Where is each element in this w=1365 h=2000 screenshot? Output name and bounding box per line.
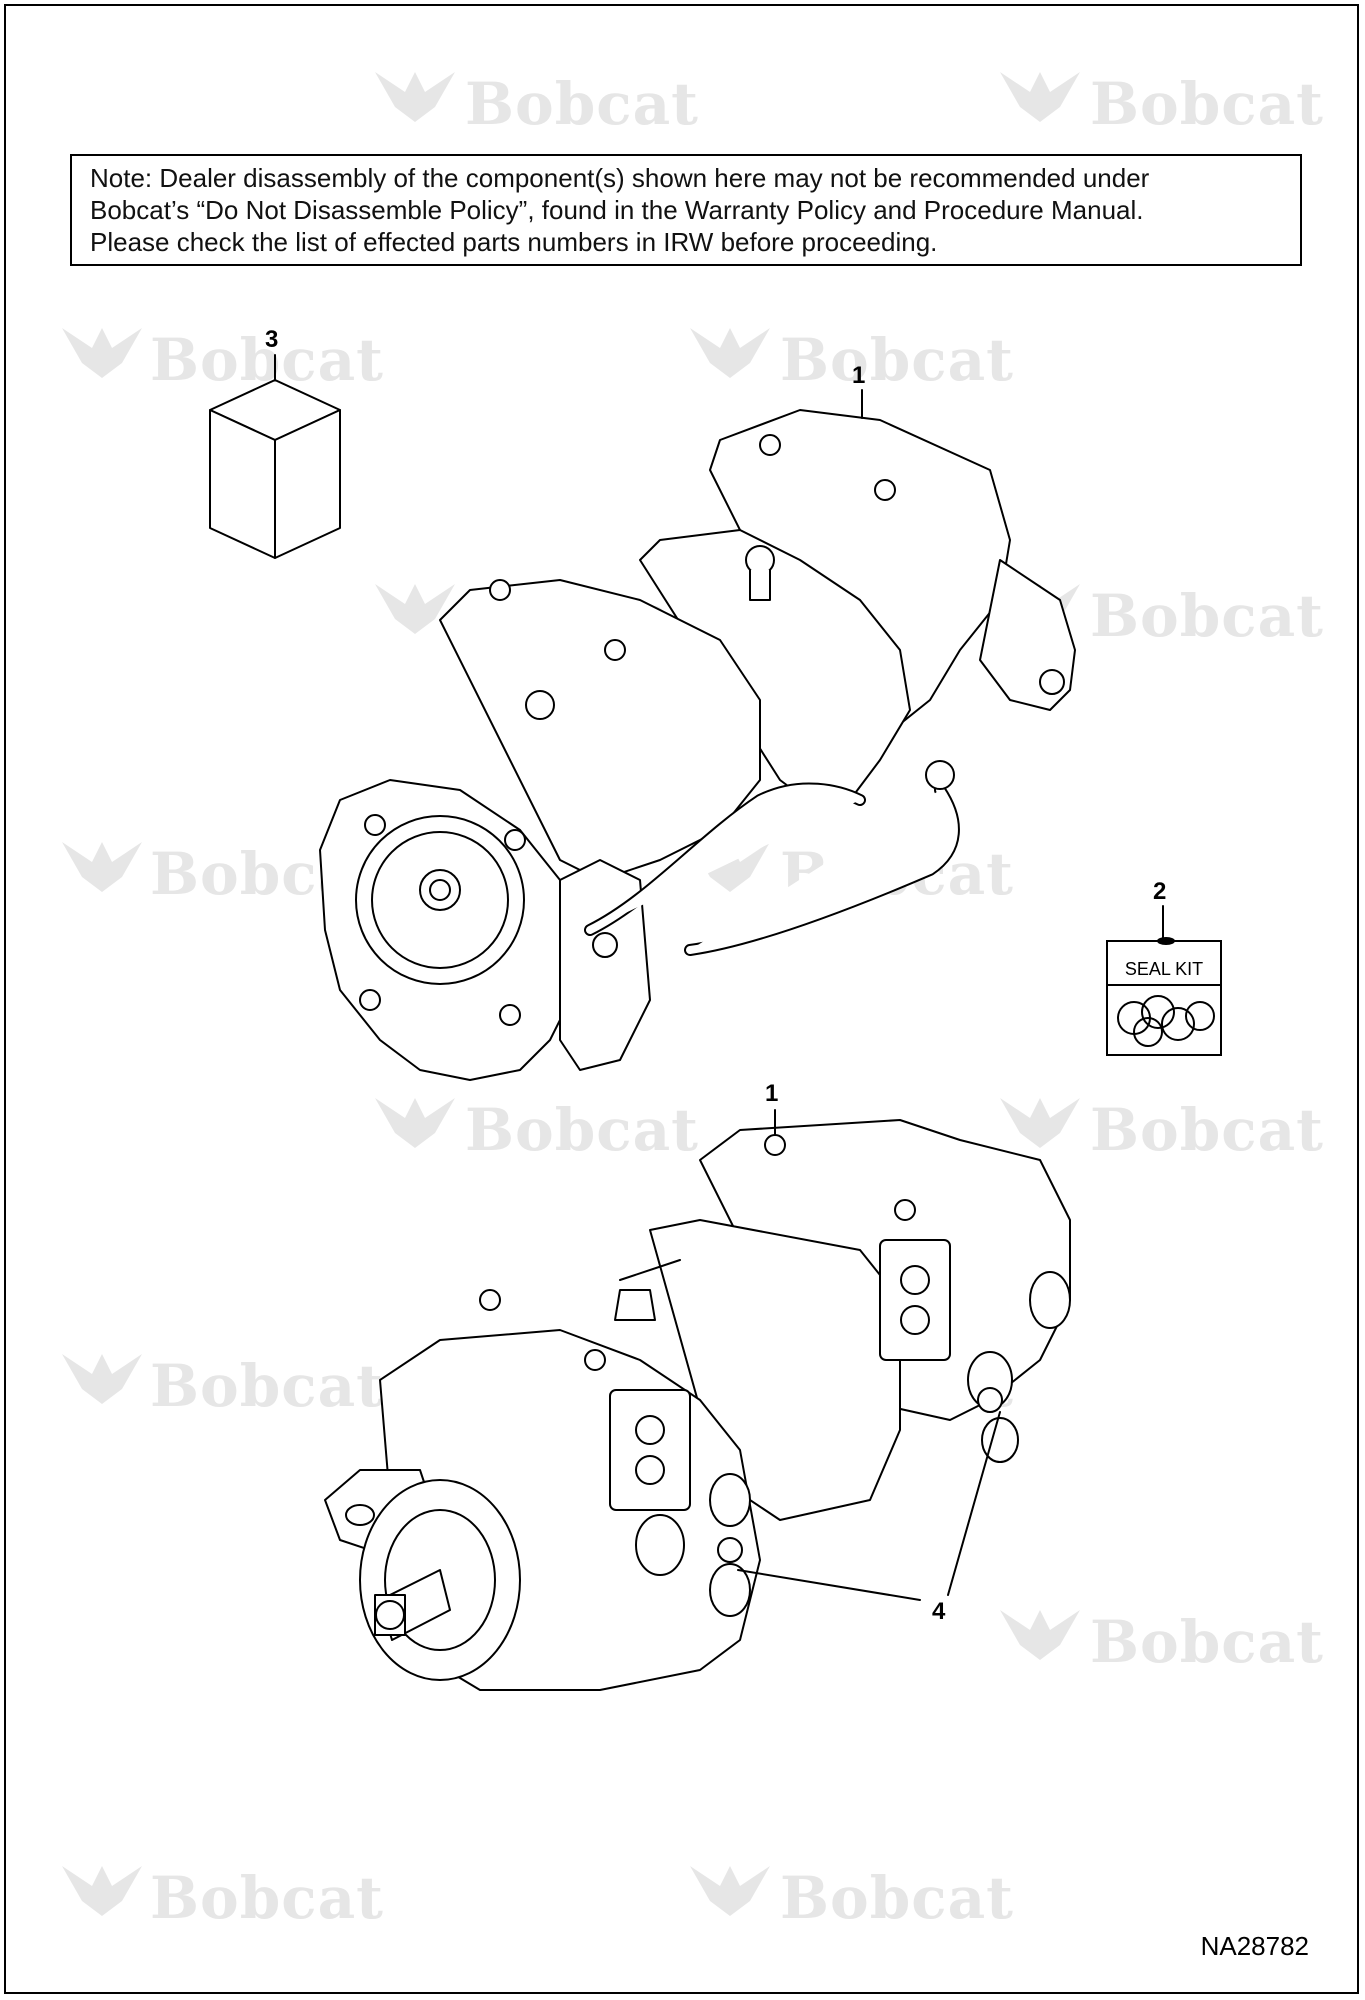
- watermark-text: Bobcat: [1090, 1096, 1324, 1164]
- page-border: [4, 4, 1359, 1994]
- leader-item-4b: [947, 1411, 1001, 1596]
- watermark-text: Bobcat: [780, 326, 1014, 394]
- item-2-seal-kit: SEAL KIT: [1106, 937, 1222, 1056]
- bobcat-logo-icon: [1000, 1098, 1080, 1148]
- disassembly-note: Note: Dealer disassembly of the componen…: [70, 154, 1302, 266]
- leader-item-4a: [737, 1569, 921, 1601]
- callout-item-2: 2: [1153, 878, 1167, 905]
- watermark-text: Bobcat: [780, 1864, 1014, 1932]
- bobcat-logo-icon: [62, 842, 142, 892]
- note-line-1: Note: Dealer disassembly of the componen…: [90, 163, 1150, 193]
- bobcat-logo-icon: [62, 1354, 142, 1404]
- watermark-text: Bobcat: [1090, 1608, 1324, 1676]
- bobcat-logo-icon: [375, 584, 455, 634]
- watermark-text: Bobcat: [1090, 582, 1324, 650]
- bobcat-logo-icon: [1000, 1610, 1080, 1660]
- seal-kit-label: SEAL KIT: [1108, 954, 1220, 986]
- bobcat-logo-icon: [375, 1098, 455, 1148]
- callout-item-4: 4: [932, 1598, 946, 1625]
- bobcat-logo-icon: [375, 72, 455, 122]
- drawing-number: NA28782: [1200, 1931, 1309, 1961]
- item-1-pump-top: [319, 409, 1076, 1081]
- bobcat-logo-icon: [690, 328, 770, 378]
- note-line-2: Bobcat’s “Do Not Disassemble Policy”, fo…: [90, 195, 1144, 225]
- callout-item-1-bottom: 1: [765, 1080, 779, 1107]
- callout-item-3: 3: [265, 326, 279, 353]
- watermark-text: Bobcat: [465, 70, 699, 138]
- seal-tag-icon: [1157, 937, 1175, 945]
- item-1-pump-bottom: [324, 1119, 1071, 1691]
- bobcat-logo-icon: [62, 328, 142, 378]
- bobcat-logo-icon: [690, 842, 770, 892]
- bobcat-logo-icon: [690, 1866, 770, 1916]
- note-line-3: Please check the list of effected parts …: [90, 227, 938, 257]
- watermark-text: Bobcat: [150, 326, 384, 394]
- bobcat-logo-icon: [62, 1866, 142, 1916]
- watermark-text: Bobcat: [1090, 70, 1324, 138]
- callout-item-1-top: 1: [852, 362, 866, 389]
- o-rings-icon: [1117, 995, 1215, 1047]
- watermark-text: Bobcat: [150, 1864, 384, 1932]
- watermark-text: Bobcat: [150, 1352, 384, 1420]
- watermark-text: Bobcat: [465, 1096, 699, 1164]
- bobcat-logo-icon: [1000, 72, 1080, 122]
- item-3-box: [209, 354, 341, 559]
